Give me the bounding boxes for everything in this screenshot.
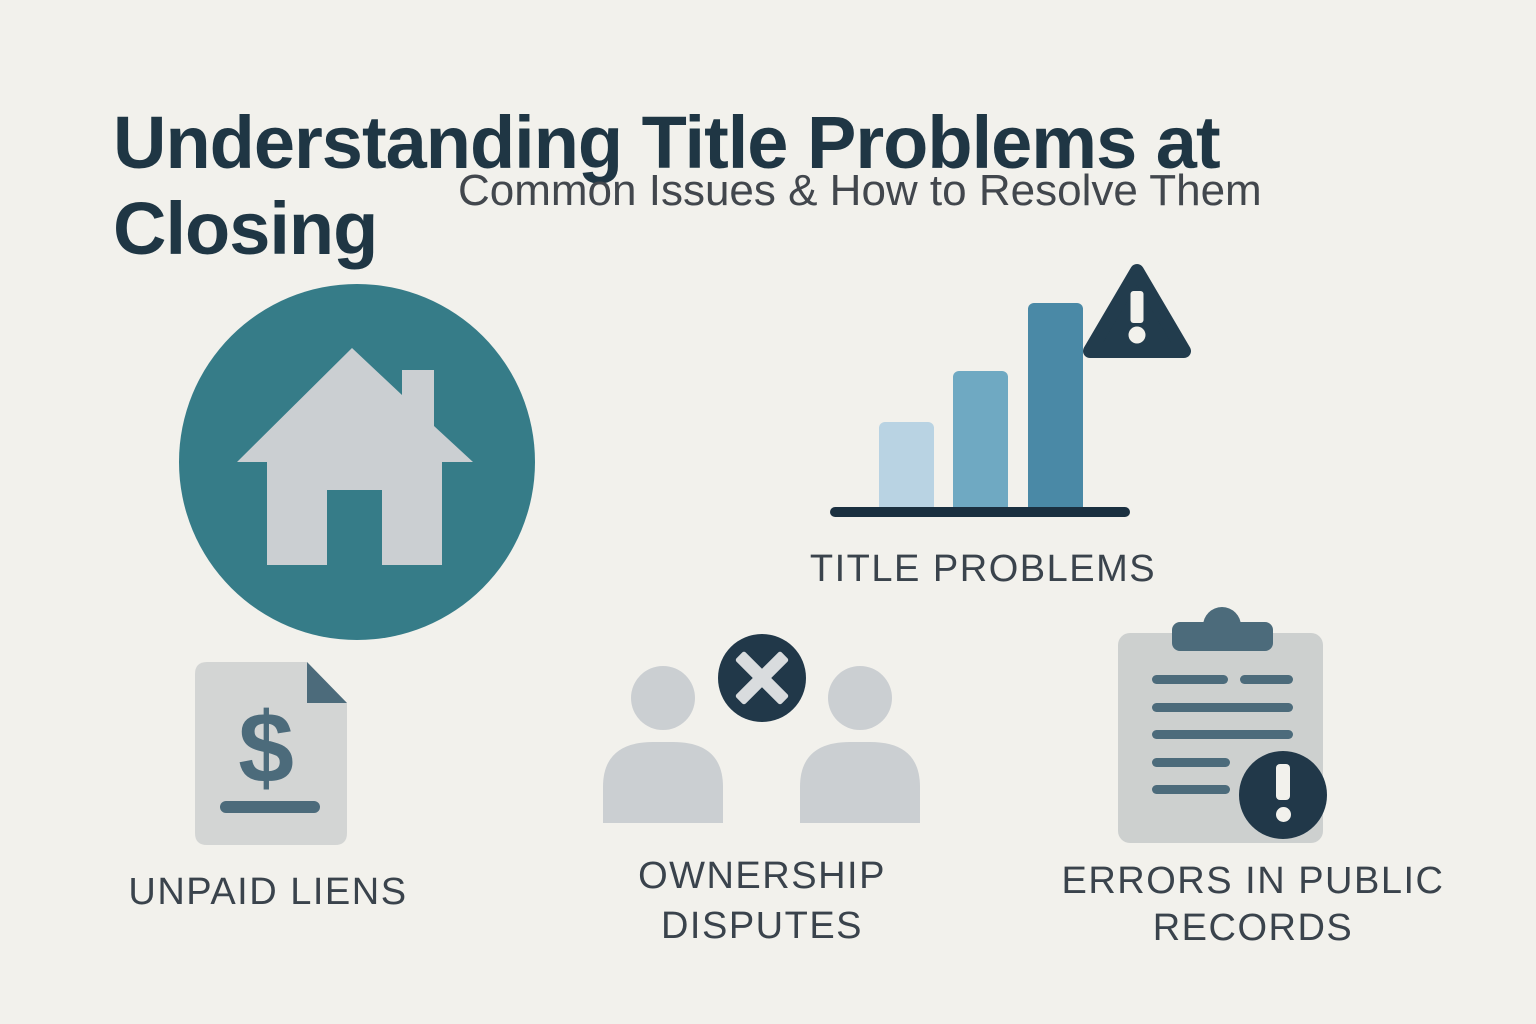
clipboard-text-line xyxy=(1152,758,1230,767)
page-title-line2: Closing xyxy=(113,186,378,270)
unpaid-liens-label: UNPAID LIENS xyxy=(128,871,408,913)
bar-low xyxy=(879,422,934,512)
alert-exclamation-icon xyxy=(1239,751,1327,839)
dollar-document-icon: $ xyxy=(195,662,347,845)
errors-public-records-label-line1: ERRORS IN PUBLIC xyxy=(1061,860,1445,902)
warning-triangle-icon xyxy=(1083,264,1191,358)
clipboard-alert-icon xyxy=(1050,595,1350,855)
clipboard-text-line xyxy=(1240,675,1293,684)
x-conflict-icon xyxy=(718,634,806,722)
title-problems-label: TITLE PROBLEMS xyxy=(809,548,1157,590)
person-icon-left xyxy=(603,666,723,823)
ownership-disputes-label-line2: DISPUTES xyxy=(660,905,864,947)
home-circle xyxy=(179,284,535,640)
person-icon-right xyxy=(800,666,920,823)
clipboard-clip xyxy=(1172,622,1273,651)
clipboard-text-line xyxy=(1152,703,1293,712)
page-subtitle: Common Issues & How to Resolve Them xyxy=(458,166,1262,215)
house-icon xyxy=(237,348,473,565)
page-title-line1: Understanding Title Problems at xyxy=(113,100,1221,184)
ownership-disputes-label: OWNERSHIP DISPUTES xyxy=(562,851,962,951)
chart-baseline xyxy=(830,507,1130,517)
clipboard-text-line xyxy=(1152,785,1230,794)
bar-medium xyxy=(953,371,1008,512)
clipboard-text-line xyxy=(1152,675,1228,684)
dollar-sign: $ xyxy=(238,692,294,804)
errors-public-records-label-line2: RECORDS xyxy=(1152,907,1354,949)
errors-public-records-label: ERRORS IN PUBLIC RECORDS xyxy=(1053,858,1453,952)
ownership-disputes-label-line1: OWNERSHIP xyxy=(638,855,886,897)
clipboard-text-line xyxy=(1152,730,1293,739)
page-title: Understanding Title Problems at Closing xyxy=(113,100,1221,272)
bar-high xyxy=(1028,303,1083,512)
bar-chart xyxy=(830,303,1130,512)
